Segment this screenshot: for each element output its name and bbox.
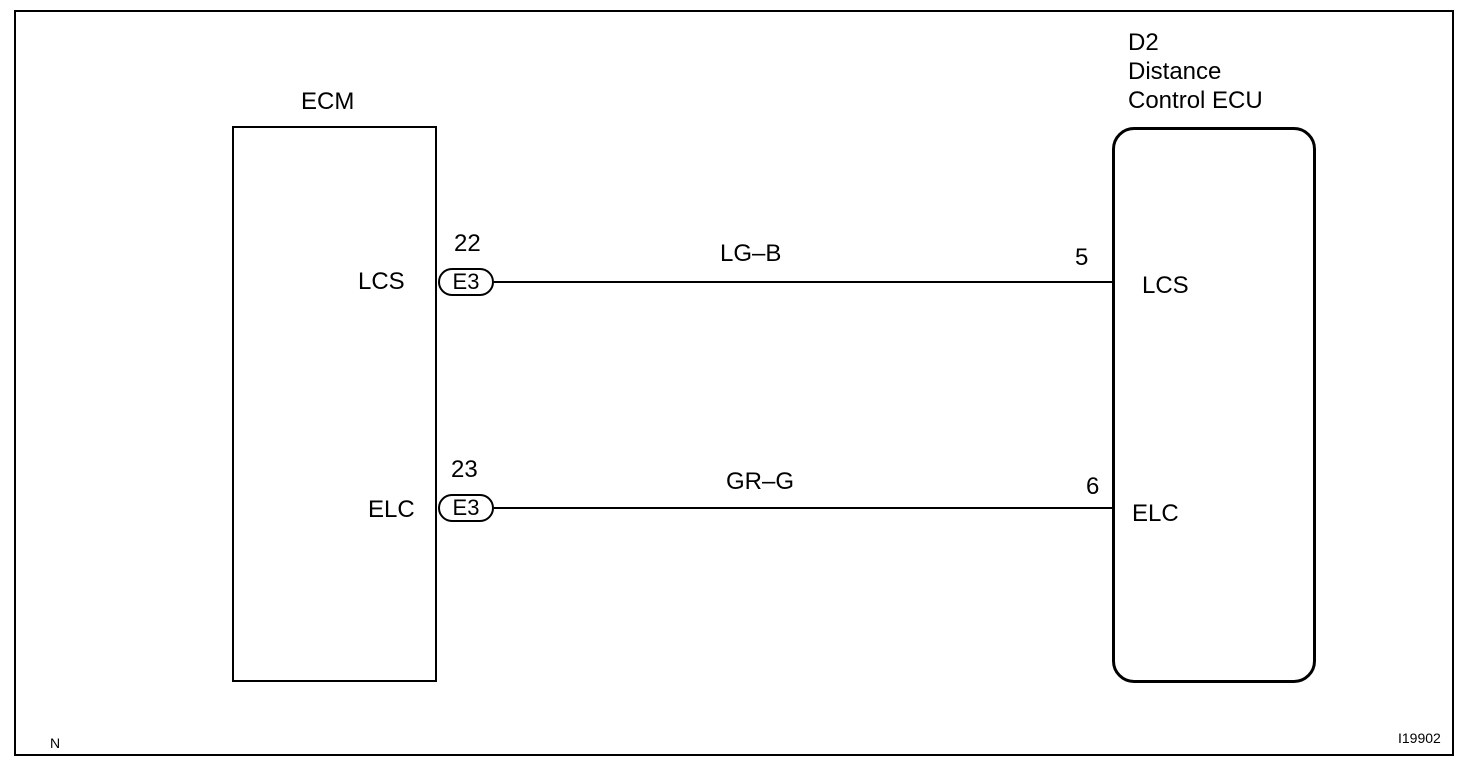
ecm-pin-elc-label: ELC <box>368 496 415 523</box>
ecu-title-line2: Control ECU <box>1128 87 1263 114</box>
ecm-pin-lcs-label: LCS <box>358 268 405 295</box>
ecm-title: ECM <box>301 88 355 115</box>
ecu-code: D2 <box>1128 29 1159 56</box>
distance-control-ecu-box <box>1112 127 1316 683</box>
wire-lcs-color-label: LG–B <box>720 240 782 267</box>
ecu-pin-lcs-label: LCS <box>1142 272 1189 299</box>
ecu-pin-elc-label: ELC <box>1132 500 1179 527</box>
ecm-connector-e3-elc: E3 <box>438 494 494 522</box>
ecm-pin-elc-number: 23 <box>451 456 478 483</box>
ecu-title-line1: Distance <box>1128 58 1222 85</box>
ecm-pin-lcs-number: 22 <box>454 230 481 257</box>
ecu-pin-lcs-number: 5 <box>1075 244 1089 271</box>
diagram-frame <box>14 10 1454 756</box>
ecu-title: D2 Distance Control ECU <box>1128 28 1263 115</box>
ecu-pin-elc-number: 6 <box>1086 473 1100 500</box>
wire-elc-color-label: GR–G <box>726 468 795 495</box>
ecm-connector-e3-lcs: E3 <box>438 268 494 296</box>
footer-left-mark: N <box>50 735 61 751</box>
figure-id: I19902 <box>1398 730 1441 746</box>
ecm-box <box>232 126 437 682</box>
